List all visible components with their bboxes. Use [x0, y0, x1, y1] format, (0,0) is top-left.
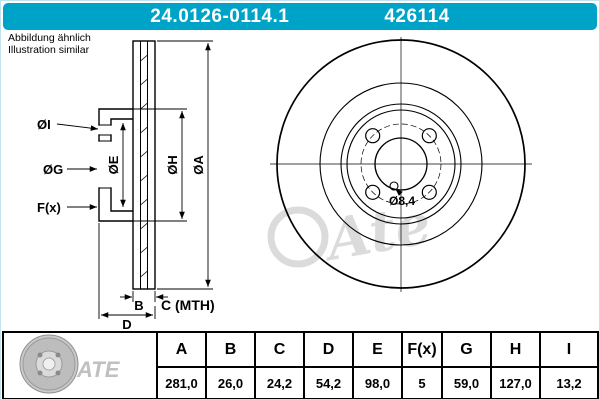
- label-dia-g: ØG: [43, 162, 63, 177]
- technical-drawing: Ate: [37, 37, 532, 331]
- note-line-en: Illustration similar: [8, 44, 90, 57]
- bolt-hole: [421, 184, 437, 200]
- bolt-hole: [365, 184, 381, 200]
- value-i: 13,2: [539, 366, 599, 399]
- dimensions-table: ATE A B C D E F(x) G H I 281,0 26,0 24,2…: [2, 331, 599, 399]
- label-pin-hole-dia: Ø8,4: [389, 194, 415, 208]
- value-g: 59,0: [441, 366, 492, 399]
- label-dia-e: ØE: [106, 155, 121, 174]
- photo-bolt-hole: [37, 370, 43, 376]
- col-header-f: F(x): [401, 331, 443, 368]
- value-h: 127,0: [490, 366, 541, 399]
- label-c-mth: C (MTH): [161, 297, 215, 313]
- value-d: 54,2: [303, 366, 354, 399]
- product-photo: ATE: [19, 334, 121, 394]
- vent-vanes: [140, 54, 148, 278]
- label-b: B: [134, 298, 143, 313]
- bolt-circle: [360, 123, 442, 205]
- col-header-h: H: [490, 331, 541, 368]
- photo-bolt-hole: [55, 370, 61, 376]
- watermark-text: Ate: [317, 191, 436, 275]
- bolt-hole: [365, 128, 381, 144]
- photo-bolt-hole: [55, 352, 61, 358]
- value-e: 98,0: [352, 366, 403, 399]
- label-d: D: [122, 317, 131, 331]
- similarity-note: Abbildung ähnlich Illustration similar: [8, 32, 91, 56]
- article-number: 426114: [384, 5, 450, 27]
- col-header-e: E: [352, 331, 403, 368]
- value-f: 5: [401, 366, 443, 399]
- col-header-b: B: [205, 331, 256, 368]
- col-header-d: D: [303, 331, 354, 368]
- note-line-de: Abbildung ähnlich: [8, 32, 91, 44]
- part-number: 24.0126-0114.1: [150, 5, 290, 27]
- col-header-c: C: [254, 331, 305, 368]
- col-header-g: G: [441, 331, 492, 368]
- label-dia-h: ØH: [165, 155, 180, 175]
- col-header-a: A: [156, 331, 207, 368]
- dimension-lines: [56, 40, 403, 319]
- photo-bolt-hole: [37, 352, 43, 358]
- value-c: 24,2: [254, 366, 305, 399]
- front-view: [270, 37, 532, 292]
- label-dia-a: ØA: [191, 155, 206, 175]
- cross-section-view: [98, 40, 156, 290]
- value-b: 26,0: [205, 366, 256, 399]
- header-bar: 24.0126-0114.1 426114: [3, 3, 597, 30]
- product-photo-cell: ATE: [2, 331, 158, 399]
- photo-watermark: ATE: [76, 357, 121, 382]
- bolt-hole: [421, 128, 437, 144]
- pin-hole: [389, 181, 399, 191]
- label-dia-i: ØI: [37, 117, 51, 132]
- label-f: F(x): [37, 200, 61, 215]
- value-a: 281,0: [156, 366, 207, 399]
- col-header-i: I: [539, 331, 599, 368]
- dimension-labels: ØI ØG ØE ØH ØA F(x) B C (MTH) D Ø8,4: [37, 117, 415, 331]
